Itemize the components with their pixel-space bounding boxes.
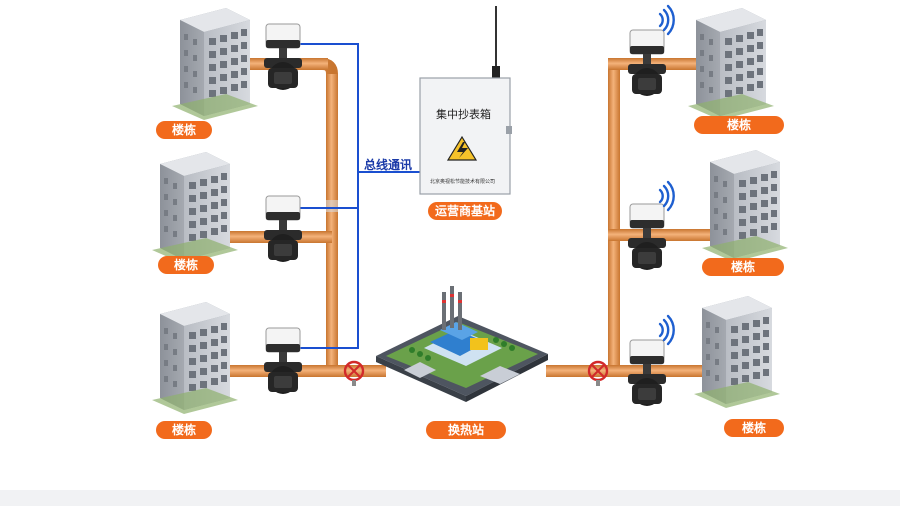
heat-meter-left-middle bbox=[263, 195, 303, 263]
building-left-middle bbox=[152, 152, 238, 264]
heat-exchange-station bbox=[376, 286, 548, 402]
heat-meter-left-bottom bbox=[263, 327, 303, 395]
building-right-middle bbox=[702, 150, 788, 262]
building-right-bottom bbox=[694, 296, 780, 408]
meter-reading-box bbox=[419, 6, 512, 195]
building-label-left-top: 楼栋 bbox=[156, 121, 212, 139]
base-station-label: 运营商基站 bbox=[428, 202, 502, 220]
box-company-name: 北京奥视松节能技术有限公司 bbox=[430, 179, 496, 185]
bus-communication-label: 总线通讯 bbox=[364, 158, 413, 172]
heat-station-label: 换热站 bbox=[426, 421, 506, 439]
building-label-right-top: 楼栋 bbox=[694, 116, 784, 134]
footer-bar bbox=[0, 490, 900, 506]
building-label-right-middle: 楼栋 bbox=[702, 258, 784, 276]
building-label-right-bottom: 楼栋 bbox=[724, 419, 784, 437]
building-label-left-bottom: 楼栋 bbox=[156, 421, 212, 439]
heat-meter-left-top bbox=[263, 23, 303, 91]
bus-wires bbox=[300, 43, 420, 349]
building-right-top bbox=[688, 8, 774, 120]
building-left-top bbox=[172, 8, 258, 120]
box-title: 集中抄表箱 bbox=[436, 108, 491, 121]
building-left-bottom bbox=[152, 302, 238, 414]
building-label-left-middle: 楼栋 bbox=[158, 256, 214, 274]
